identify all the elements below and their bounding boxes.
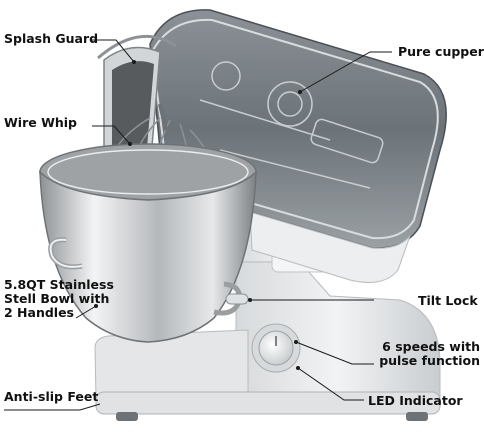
tilt-lock-lever bbox=[225, 293, 249, 305]
mixer-head-lower-shell bbox=[249, 211, 411, 283]
label-speeds-line2: pulse function bbox=[379, 353, 480, 368]
label-pure-cupper: Pure cupper bbox=[398, 44, 484, 59]
label-bowl-line1: 5.8QT Stainless bbox=[4, 277, 114, 292]
label-bowl-line3: 2 Handles bbox=[4, 305, 74, 320]
anti-slip-foot-right bbox=[406, 412, 428, 421]
leader-dots bbox=[94, 60, 302, 370]
speed-knob bbox=[258, 330, 294, 366]
label-splash-guard: Splash Guard bbox=[4, 31, 99, 46]
label-wire-whip: Wire Whip bbox=[4, 115, 77, 130]
copper-motor-gears bbox=[199, 61, 384, 189]
label-tilt-lock: Tilt Lock bbox=[418, 293, 478, 308]
stainless-bowl bbox=[39, 170, 257, 343]
base-plate bbox=[95, 391, 441, 415]
label-speeds: 6 speeds with pulse function bbox=[376, 340, 480, 368]
label-speeds-line1: 6 speeds with bbox=[382, 339, 480, 354]
label-led-indicator: LED Indicator bbox=[368, 393, 463, 408]
leader-lines bbox=[4, 39, 392, 411]
label-anti-slip-feet: Anti-slip Feet bbox=[4, 389, 99, 404]
anti-slip-foot-left bbox=[116, 412, 138, 421]
label-bowl: 5.8QT Stainless Stell Bowl with 2 Handle… bbox=[4, 278, 114, 320]
label-bowl-line2: Stell Bowl with bbox=[4, 291, 110, 306]
